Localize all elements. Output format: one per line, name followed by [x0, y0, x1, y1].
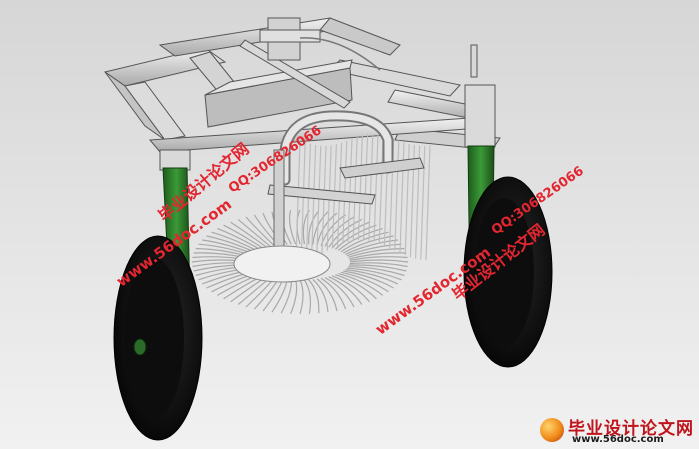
tine-finger: [312, 278, 329, 313]
left-wheel-assembly: [113, 149, 203, 441]
tine-finger: [230, 221, 269, 249]
tine-finger: [348, 247, 405, 258]
spring-wire: [295, 139, 301, 261]
spring-wire: [373, 134, 379, 242]
tine-finger: [223, 224, 265, 250]
tine-finger: [289, 210, 297, 245]
spring-wire: [352, 136, 358, 241]
tine-finger: [308, 279, 320, 314]
tine-finger: [299, 279, 304, 315]
tine-finger: [349, 256, 408, 261]
tine-finger: [346, 243, 402, 257]
right-wheel-assembly: [463, 44, 553, 368]
tine-finger: [316, 278, 338, 312]
tine-finger: [324, 216, 355, 247]
tine-finger: [345, 239, 398, 255]
spring-wire: [305, 143, 311, 259]
spring-wire: [347, 138, 353, 243]
brand-title: 毕业设计论文网: [568, 419, 694, 439]
spring-wire: [357, 135, 363, 241]
tine-finger: [349, 264, 407, 272]
tine-finger: [331, 275, 370, 303]
tine-finger: [308, 210, 320, 245]
tine-finger: [335, 274, 377, 300]
spring-wire: [363, 134, 369, 241]
tine-finger: [343, 235, 394, 254]
tine-finger: [343, 270, 394, 289]
spring-wire: [420, 145, 426, 260]
tine-finger: [348, 266, 405, 277]
brand-url: www.56doc.com: [572, 434, 664, 445]
spring-wire: [311, 145, 317, 258]
disc-hub: [233, 245, 331, 283]
spring-wire: [368, 133, 374, 241]
tine-finger: [345, 269, 399, 285]
tine-finger: [349, 262, 408, 268]
spring-wire: [316, 145, 322, 256]
brand-logo: 毕业设计论文网 www.56doc.com: [538, 412, 696, 446]
globe-icon: [540, 418, 564, 442]
tine-finger: [340, 271, 389, 293]
spring-wire: [300, 141, 306, 260]
tine-finger: [316, 212, 338, 246]
tine-finger: [349, 252, 407, 260]
tine-finger: [349, 259, 409, 263]
tine-finger: [328, 276, 363, 305]
spring-wire: [394, 140, 400, 251]
spring-wire: [425, 145, 431, 261]
tine-finger: [346, 267, 402, 281]
tine-finger: [303, 279, 311, 314]
lower-beam: [267, 184, 376, 205]
top-frame: [103, 17, 501, 153]
tine-finger: [290, 279, 298, 315]
tine-finger: [338, 273, 384, 296]
tine-finger: [237, 218, 272, 248]
tine-finger: [320, 277, 347, 310]
tine-finger: [245, 216, 276, 247]
tine-finger: [324, 277, 355, 308]
